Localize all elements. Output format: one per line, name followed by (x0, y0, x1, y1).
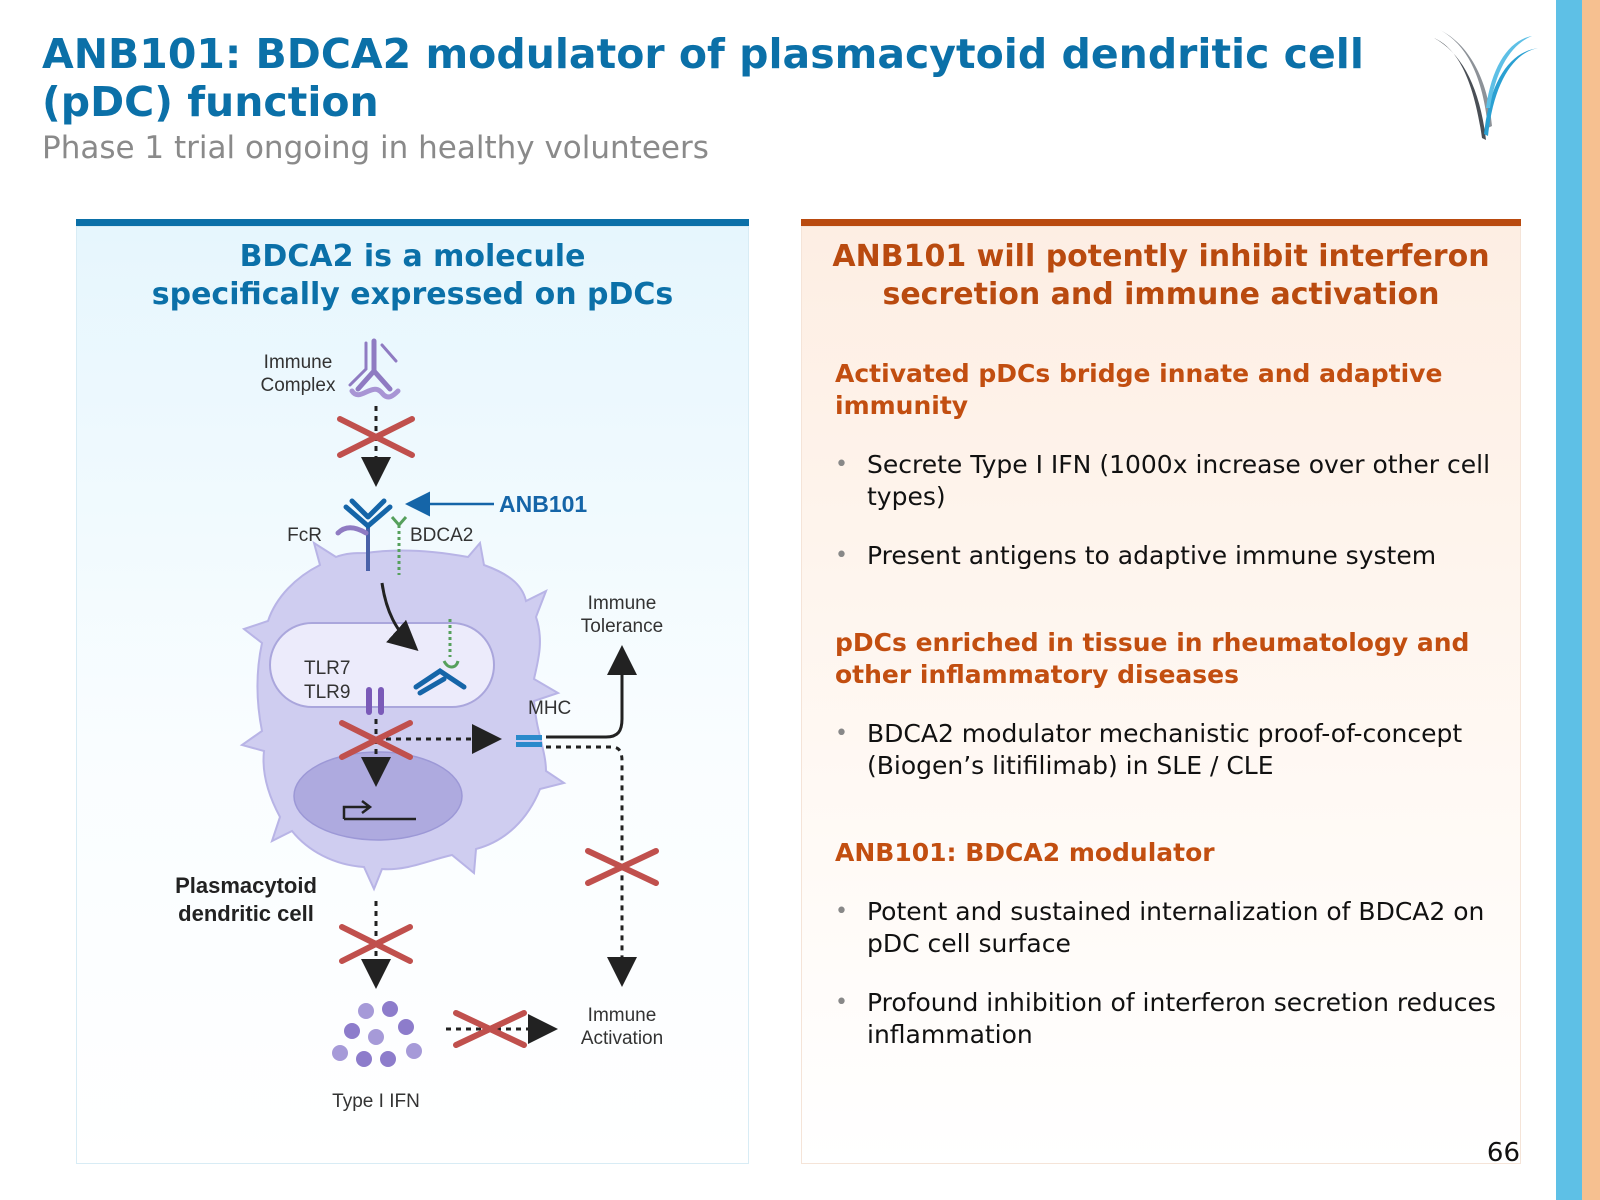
blocked-x-icon (337, 416, 415, 458)
bdca2-label: BDCA2 (410, 525, 473, 546)
immune-complex-label: Complex (261, 375, 336, 396)
inhibition-panel-heading: ANB101 will potently inhibit interferon … (832, 239, 1490, 312)
decorative-stripe-blue (1556, 0, 1582, 1200)
slide-subtitle: Phase 1 trial ongoing in healthy volunte… (42, 130, 709, 166)
bullet-list: BDCA2 modulator mechanistic proof-of-con… (835, 718, 1497, 782)
pdc-mechanism-diagram: Immune Complex ANB101 FcR BDCA2 (175, 338, 663, 1112)
inhibition-panel: ANB101 will potently inhibit interferon … (801, 219, 1521, 1164)
bullet-item: BDCA2 modulator mechanistic proof-of-con… (835, 718, 1497, 782)
internalized-antibody-icon (413, 619, 467, 696)
immune-complex-icon (348, 338, 401, 400)
pdc-cell-label: dendritic cell (178, 901, 314, 926)
immune-complex-label: Immune (264, 352, 333, 373)
mechanism-panel-heading: BDCA2 is a molecule specifically express… (151, 239, 674, 312)
mechanism-panel: BDCA2 is a molecule specifically express… (76, 219, 749, 1164)
slide-title: ANB101: BDCA2 modulator of plasmacytoid … (42, 30, 1364, 126)
tlr-receptor-icon (366, 687, 384, 715)
blocked-x-icon (339, 924, 413, 964)
bullet-item: Potent and sustained internalization of … (835, 896, 1497, 960)
fcr-label: FcR (287, 525, 322, 546)
company-logo-icon (1434, 30, 1540, 140)
tlr7-label: TLR7 (304, 658, 350, 679)
blocked-x-icon (453, 1010, 527, 1048)
immune-tolerance-label: Tolerance (581, 616, 663, 637)
section-activated-pdcs: Activated pDCs bridge innate and adaptiv… (835, 358, 1497, 572)
immune-activation-label: Activation (581, 1028, 663, 1049)
nucleus (293, 751, 463, 841)
bullet-list: Potent and sustained internalization of … (835, 896, 1497, 1051)
section-anb101: ANB101: BDCA2 modulator Potent and susta… (835, 837, 1497, 1051)
decorative-stripe-orange (1582, 0, 1600, 1200)
tlr9-label: TLR9 (304, 682, 350, 703)
section-title: pDCs enriched in tissue in rheumatology … (835, 628, 1470, 689)
blocked-x-icon (585, 848, 659, 886)
mhc-label: MHC (528, 698, 571, 719)
page-number: 66 (1486, 1138, 1520, 1168)
bullet-list: Secrete Type I IFN (1000x increase over … (835, 449, 1497, 572)
bullet-item: Present antigens to adaptive immune syst… (835, 540, 1497, 572)
mhc-molecule-icon (516, 735, 542, 747)
bullet-item: Secrete Type I IFN (1000x increase over … (835, 449, 1497, 513)
immune-activation-label: Immune (588, 1005, 657, 1026)
section-title: Activated pDCs bridge innate and adaptiv… (835, 359, 1443, 420)
anb101-label: ANB101 (499, 491, 587, 517)
type-i-ifn-label: Type I IFN (332, 1091, 420, 1112)
section-pdcs-enriched: pDCs enriched in tissue in rheumatology … (835, 627, 1497, 782)
pdc-cell-label: Plasmacytoid (175, 873, 317, 898)
bdca2-receptor-icon (335, 498, 408, 575)
blocked-x-icon (339, 720, 413, 760)
type-i-ifn-icon (332, 1001, 422, 1067)
immune-tolerance-label: Immune (588, 593, 657, 614)
section-title: ANB101: BDCA2 modulator (835, 838, 1215, 867)
bullet-item: Profound inhibition of interferon secret… (835, 987, 1497, 1051)
